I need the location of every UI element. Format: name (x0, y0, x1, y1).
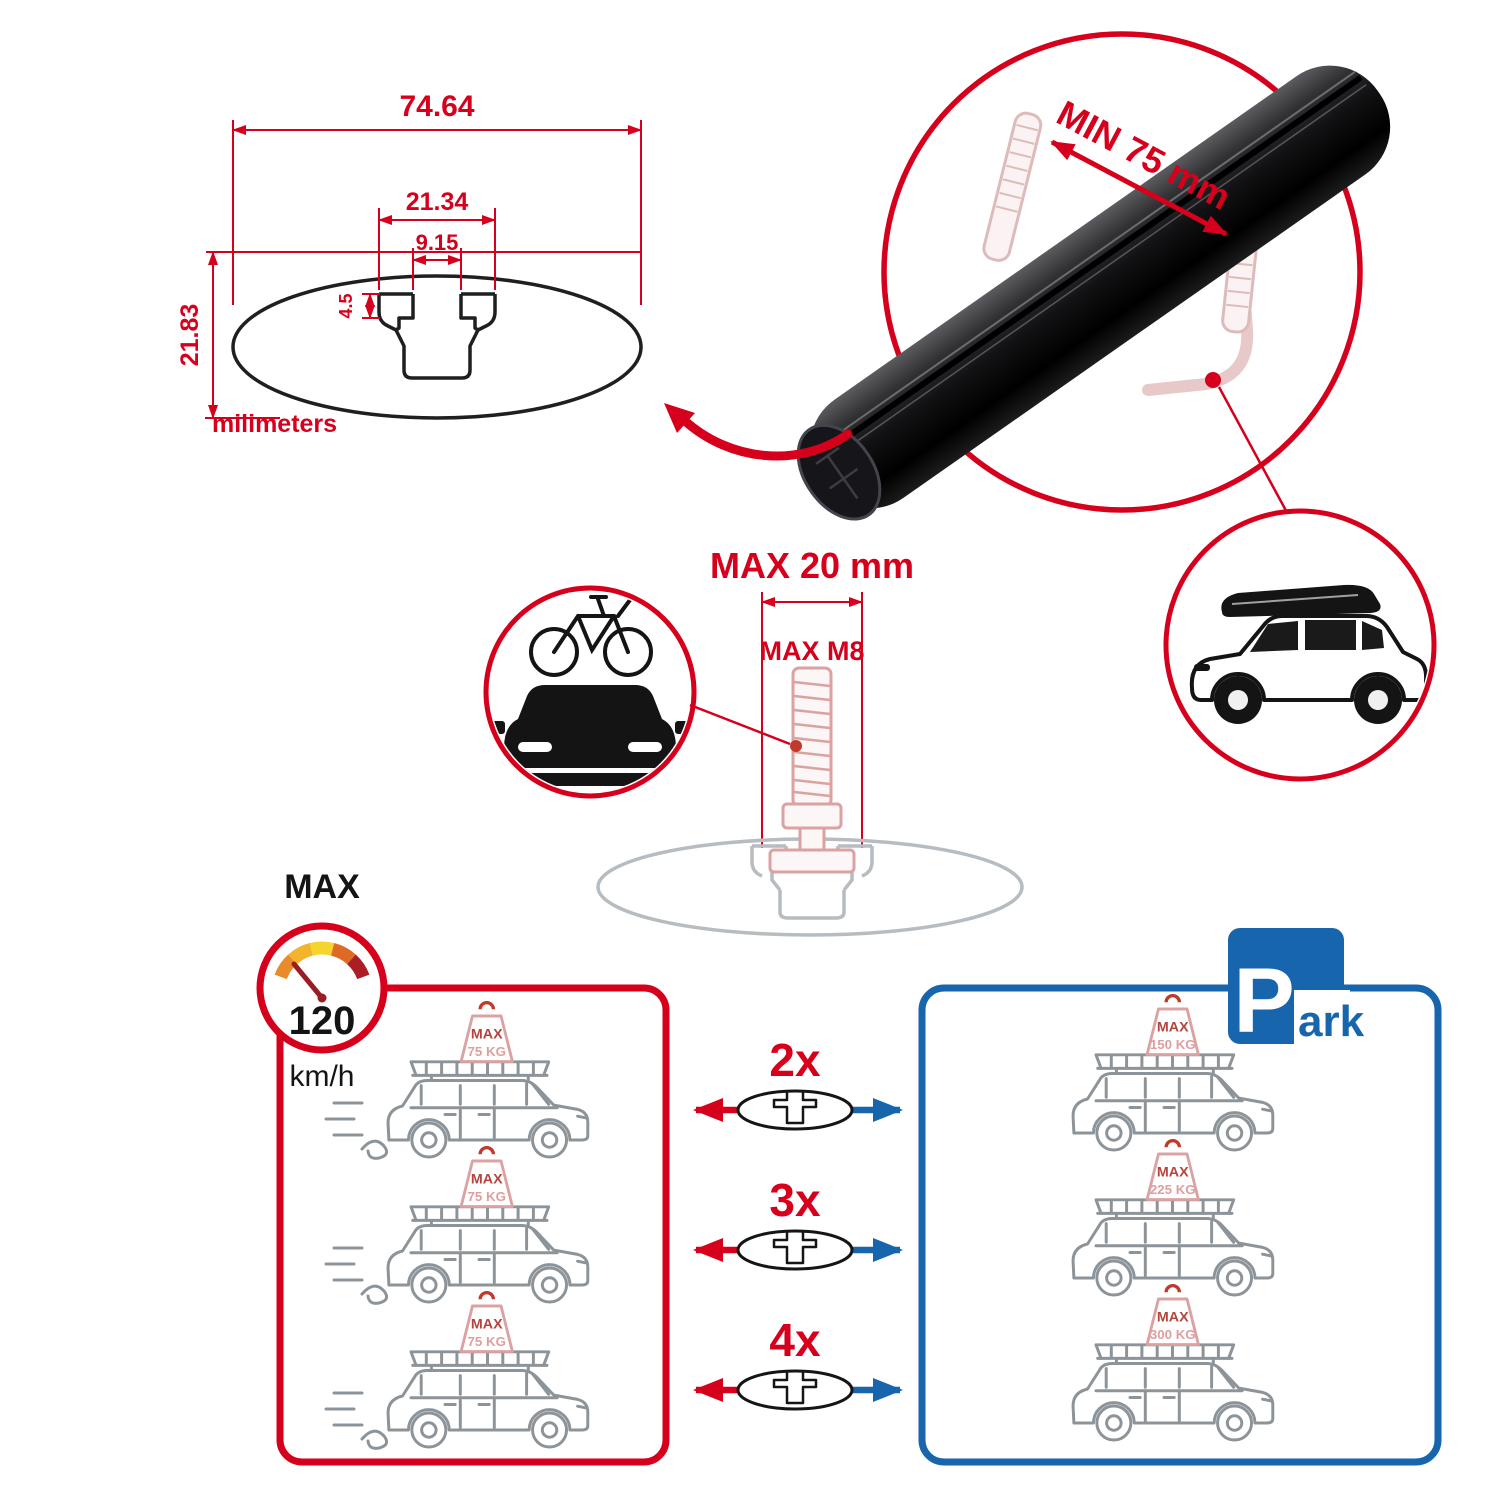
driving-car-1-icon (386, 1060, 590, 1159)
tag-value: 225 KG (1150, 1182, 1196, 1197)
dim-slot-width-label: 9.15 (416, 230, 459, 255)
callout-line (1217, 386, 1292, 519)
suv-roofbox-view (1163, 508, 1437, 782)
crossbar-count-icon-3 (736, 1369, 854, 1411)
driving-cars: MAX 75 KG MAX 75 KG MAX 75 KG (324, 1000, 590, 1450)
load-tag-6: MAX 300 KG (1145, 1283, 1201, 1347)
load-tag-2: MAX 75 KG (459, 1145, 515, 1209)
tag-value: 75 KG (468, 1189, 506, 1204)
dim-bar-height-label: 21.83 (176, 304, 204, 367)
tag-title: MAX (1157, 1310, 1189, 1326)
tag-title: MAX (1157, 1165, 1189, 1181)
speed-unit: km/h (289, 1060, 354, 1093)
crossbar-count-icon-1 (736, 1089, 854, 1131)
tag-title: MAX (471, 1317, 503, 1333)
bike-car-view (483, 585, 802, 799)
callout-dot (1205, 372, 1221, 388)
technical-drawing: 74.64 21.34 9.15 4.5 21.83 milimeters (176, 90, 643, 438)
speed-gauge: MAX 120 km/h (256, 868, 388, 1093)
dim-total-width-label: 74.64 (399, 90, 474, 123)
crossbar-count-icon-2 (736, 1229, 854, 1271)
tag-value: 75 KG (468, 1044, 506, 1059)
load-tag-3: MAX 75 KG (459, 1290, 515, 1354)
bar-count-rows: 2x 3x 4x (693, 1034, 903, 1411)
units-label: milimeters (212, 410, 337, 438)
dimension-lines (205, 120, 642, 419)
bar-count-label-2: 3x (769, 1174, 821, 1226)
tag-title: MAX (1157, 1020, 1189, 1036)
park-sign-suffix: ark (1298, 997, 1365, 1046)
bar-count-label-1: 2x (769, 1034, 821, 1086)
tag-value: 300 KG (1150, 1327, 1196, 1342)
speed-value: 120 (289, 999, 356, 1043)
bike-car-icon (490, 594, 690, 792)
tag-value: 75 KG (468, 1334, 506, 1349)
motion-lines-2 (324, 1246, 389, 1305)
park-sign: P ark (1228, 928, 1365, 1052)
park-sign-notch (1294, 990, 1350, 1046)
motion-lines-3 (324, 1391, 389, 1450)
parked-car-3-icon (1071, 1343, 1275, 1442)
crossbar-profile-icon (231, 274, 643, 420)
load-tag-4: MAX 150 KG (1145, 993, 1201, 1057)
motion-lines-1 (324, 1101, 389, 1160)
load-tag-5: MAX 225 KG (1145, 1138, 1201, 1202)
tbolt-icon (768, 666, 856, 874)
min-span-arrow (1050, 139, 1228, 237)
bar-render-view: MIN 75 mm (664, 31, 1391, 521)
tag-title: MAX (471, 1172, 503, 1188)
park-sign-letter: P (1233, 950, 1294, 1052)
dim-channel-width-label: 21.34 (406, 188, 469, 216)
max-thread-label: MAX M8 (759, 636, 864, 666)
parked-cars: MAX 150 KG MAX 225 KG MAX 300 KG (1071, 993, 1275, 1442)
parked-car-2-icon (1071, 1198, 1275, 1297)
bolt-diagram: MAX 20 mm MAX M8 (596, 545, 1024, 937)
max-width-label: MAX 20 mm (710, 545, 914, 586)
dim-lip-depth-label: 4.5 (336, 293, 356, 318)
parked-panel-box (918, 984, 1442, 1466)
bolt-dimension-lines (761, 592, 863, 848)
driving-car-2-icon (386, 1205, 590, 1304)
bike-callout-dot (790, 740, 802, 752)
gauge-needle (291, 961, 325, 1001)
suv-roofbox-icon (1189, 584, 1429, 724)
tag-title: MAX (471, 1027, 503, 1043)
load-tag-1: MAX 75 KG (459, 1000, 515, 1064)
bike-callout-line (689, 703, 791, 746)
parked-car-1-icon (1071, 1053, 1275, 1152)
driving-panel-box (276, 984, 670, 1466)
speed-max-label: MAX (284, 868, 360, 906)
bar-count-label-3: 4x (769, 1314, 821, 1366)
tag-value: 150 KG (1150, 1037, 1196, 1052)
profile-pointer-arrow (664, 403, 853, 461)
driving-car-3-icon (386, 1350, 590, 1449)
